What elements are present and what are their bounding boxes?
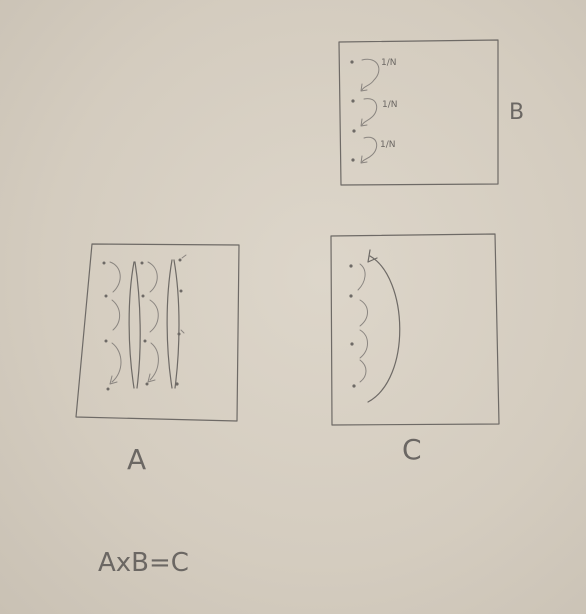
matrix-b-node: [351, 99, 355, 103]
matrix-c-node: [352, 384, 356, 388]
matrix-c-arrow: [357, 263, 366, 291]
matrix-c-node: [349, 294, 353, 298]
matrix-a-frame: [75, 243, 240, 422]
matrix-a-label: A: [127, 443, 147, 476]
matrix-a-arrow: [147, 261, 158, 293]
matrix-c-long-arc: [367, 255, 401, 403]
matrix-c-arrow: [359, 299, 368, 327]
matrix-a-node: [179, 289, 183, 293]
matrix-a-node: [104, 294, 108, 298]
matrix-b-node: [352, 129, 356, 133]
matrix-c-frame: [330, 233, 500, 426]
matrix-a-arrow: [149, 299, 159, 333]
matrix-c-arc-head: [367, 249, 378, 263]
matrix-b-arrow-head: [360, 118, 368, 127]
matrix-a-node: [178, 258, 182, 262]
matrix-b-arrow: [361, 58, 380, 91]
matrix-c-node: [350, 342, 354, 346]
matrix-b-label: B: [509, 100, 525, 125]
matrix-b-frame: [338, 39, 499, 186]
matrix-a-arrow-head: [109, 375, 118, 385]
matrix-a-arrow: [149, 342, 159, 381]
matrix-a-node: [102, 261, 106, 265]
matrix-b-node: [350, 60, 354, 64]
matrix-c-arrow: [359, 329, 368, 359]
matrix-a-node: [143, 339, 147, 343]
matrix-a-node: [145, 382, 149, 386]
matrix-a-bracket: [134, 261, 141, 389]
matrix-a-bracket: [128, 261, 135, 389]
matrix-b: [338, 39, 499, 186]
matrix-a-node: [140, 261, 144, 265]
matrix-a-bracket: [173, 259, 180, 389]
matrix-a-arrow-head: [147, 373, 156, 383]
matrix-c-node: [349, 264, 353, 268]
matrix-b-weight-3: 1/N: [380, 140, 396, 150]
matrix-a-node: [104, 339, 108, 343]
matrix-a-tick: [181, 254, 187, 259]
matrix-a-bracket: [166, 259, 173, 389]
matrix-a-node: [141, 294, 145, 298]
matrix-b-arrow: [361, 98, 378, 126]
matrix-b-arrow-head: [360, 155, 368, 164]
matrix-b-node: [351, 158, 355, 162]
matrix-a: [75, 243, 240, 422]
matrix-b-arrow-head: [360, 83, 368, 92]
matrix-b-arrow: [361, 136, 378, 163]
matrix-b-weight-2: 1/N: [382, 100, 398, 110]
matrix-c: [330, 233, 500, 426]
matrix-a-arrow: [111, 299, 121, 331]
matrix-a-node: [106, 387, 110, 391]
matrix-c-arrow: [359, 359, 367, 383]
matrix-c-label: C: [402, 433, 422, 466]
matrix-b-weight-1: 1/N: [381, 58, 397, 68]
matrix-a-arrow: [109, 261, 121, 293]
matrix-a-tick: [180, 329, 185, 334]
equation-label: AxB=C: [98, 548, 189, 578]
matrix-a-arrow: [111, 342, 122, 383]
